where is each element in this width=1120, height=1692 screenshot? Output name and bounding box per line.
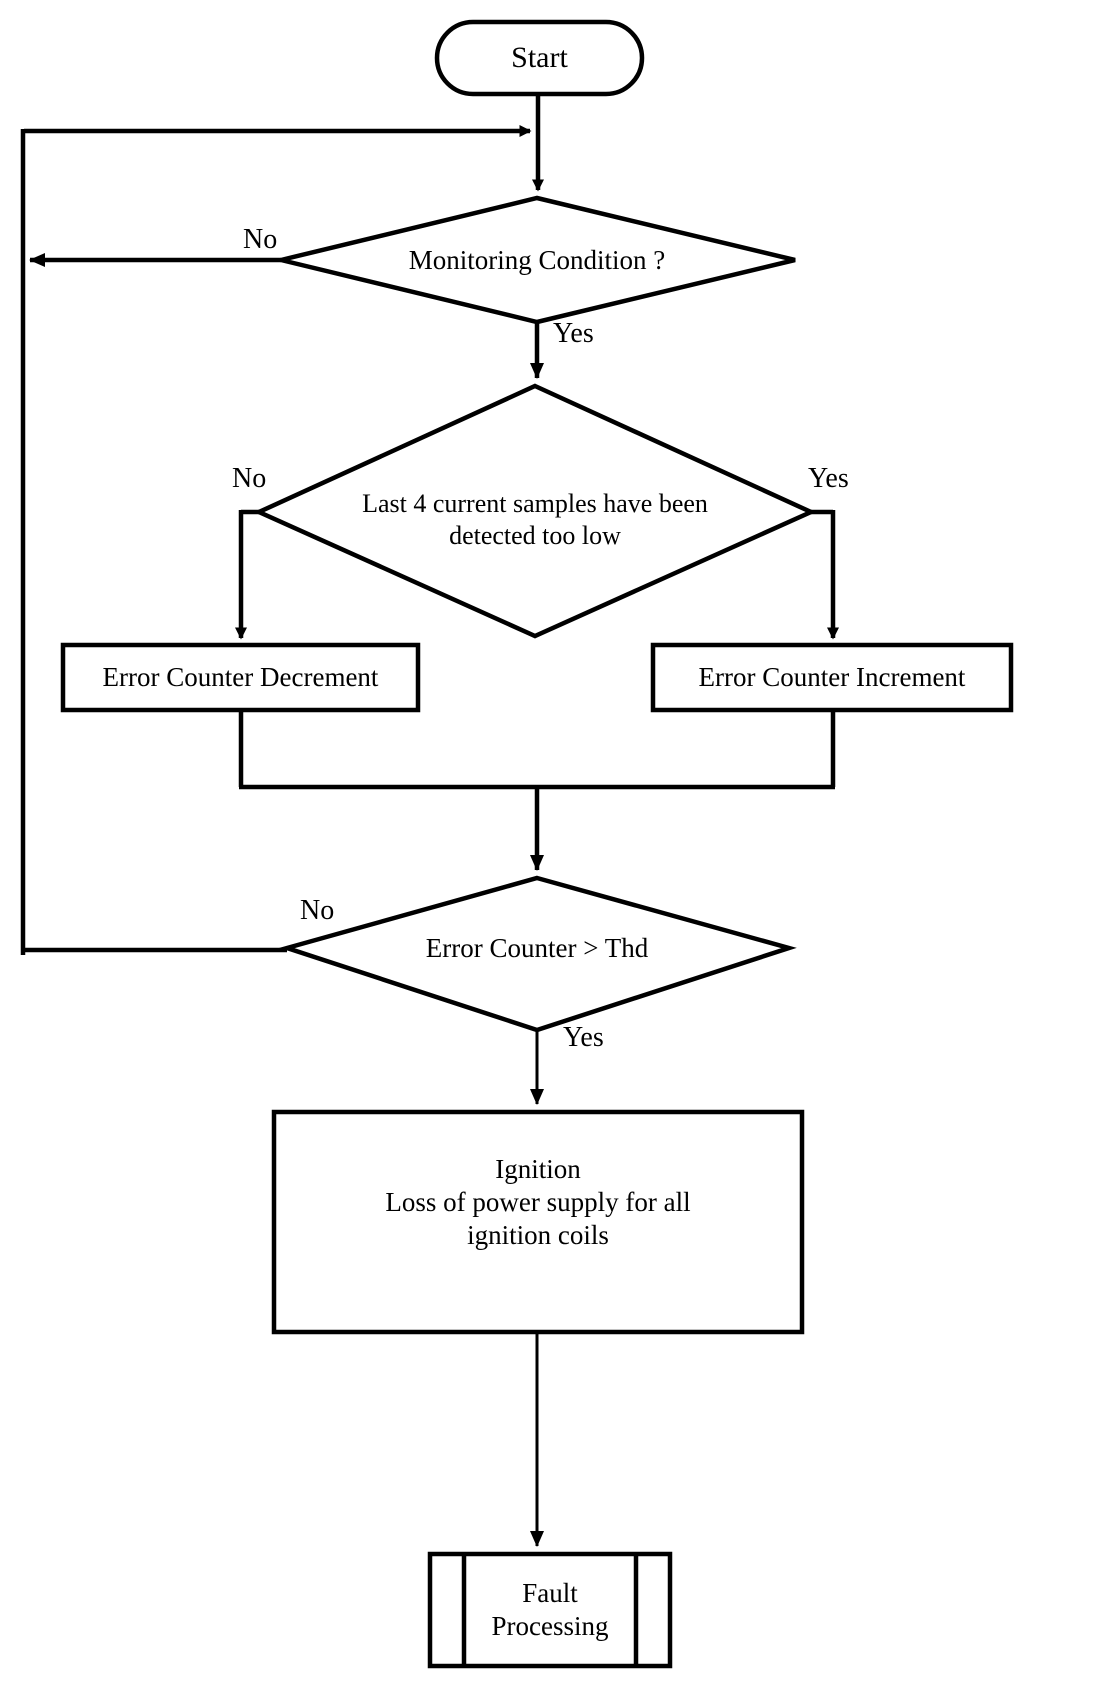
edge-samples-no-to-decrement [235, 509, 259, 640]
node-process-fault[interactable] [430, 1554, 670, 1666]
node-decision-monitoring[interactable] [281, 198, 795, 322]
edge-label-threshold-yes: Yes [563, 1022, 604, 1053]
edge-counters-merge [238, 710, 836, 871]
edge-label-samples-yes: Yes [808, 463, 849, 494]
node-process-ignition[interactable] [274, 1112, 802, 1332]
node-process-increment[interactable] [653, 645, 1011, 710]
node-decision-samples-shape [253, 383, 817, 639]
node-start[interactable] [437, 22, 642, 94]
edge-label-monitoring-no: No [243, 224, 278, 255]
node-decision-samples[interactable] [259, 386, 811, 636]
node-process-fault-shape [427, 1551, 673, 1669]
edge-samples-yes-to-increment [811, 509, 839, 640]
edge-label-monitoring-yes: Yes [553, 318, 594, 349]
node-decision-threshold[interactable] [287, 878, 789, 1030]
node-process-increment-shape [650, 642, 1014, 713]
node-process-decrement[interactable] [63, 645, 418, 710]
edge-label-samples-no: No [232, 463, 267, 494]
edge-label-threshold-no: No [300, 895, 335, 926]
